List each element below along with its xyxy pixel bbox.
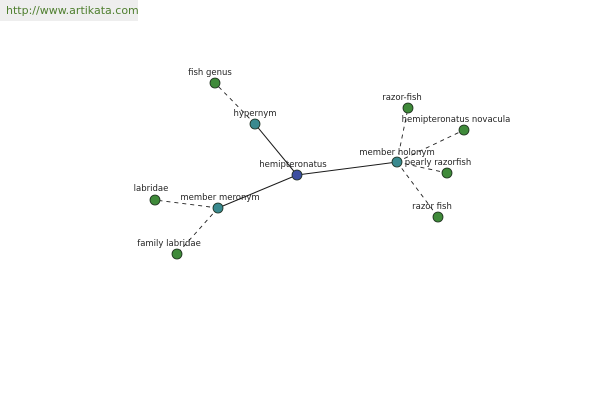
node-label-hemipteronatus-novacula[interactable]: hemipteronatus novacula bbox=[402, 115, 511, 125]
edge-member-holonym-to-razor-fish bbox=[396, 161, 439, 218]
graph-edges bbox=[154, 82, 465, 255]
node-pearly-razorfish[interactable] bbox=[441, 167, 453, 179]
edge-member-holonym-to-pearly-razorfish bbox=[396, 161, 448, 174]
node-label-labridae[interactable]: labridae bbox=[134, 184, 169, 194]
node-label-center[interactable]: hemipteronatus bbox=[259, 160, 327, 170]
edge-member-holonym-to-razor-fish-hyphen bbox=[396, 107, 409, 163]
graph-labels: hemipteronatus hypernym member holonym memb… bbox=[134, 68, 511, 249]
node-label-razor-fish[interactable]: razor fish bbox=[412, 202, 452, 212]
edge-hypernym-to-fish-genus bbox=[214, 82, 256, 125]
node-member-holonym[interactable] bbox=[391, 156, 403, 168]
node-label-fish-genus[interactable]: fish genus bbox=[188, 68, 232, 78]
node-label-pearly-razorfish[interactable]: pearly razorfish bbox=[405, 158, 471, 168]
node-label-hypernym[interactable]: hypernym bbox=[233, 109, 276, 119]
node-family-labridae[interactable] bbox=[171, 248, 183, 260]
node-label-family-labridae[interactable]: family labridae bbox=[137, 239, 201, 249]
edge-member-meronym-to-labridae bbox=[154, 199, 219, 209]
node-hypernym[interactable] bbox=[249, 118, 261, 130]
node-fish-genus[interactable] bbox=[209, 77, 221, 89]
graph-nodes bbox=[149, 77, 470, 260]
node-label-member-holonym[interactable]: member holonym bbox=[359, 148, 434, 158]
node-razor-fish-hyphen[interactable] bbox=[402, 102, 414, 114]
node-hemipteronatus-novacula[interactable] bbox=[458, 124, 470, 136]
node-center[interactable] bbox=[291, 169, 303, 181]
edge-center-to-member-meronym bbox=[217, 174, 298, 209]
node-label-razor-fish-hyphen[interactable]: razor-fish bbox=[382, 93, 422, 103]
node-labridae[interactable] bbox=[149, 194, 161, 206]
site-url-link[interactable]: http://www.artikata.com bbox=[0, 0, 139, 21]
node-razor-fish[interactable] bbox=[432, 211, 444, 223]
node-label-member-meronym[interactable]: member meronym bbox=[180, 193, 259, 203]
edge-member-meronym-to-family-labridae bbox=[176, 207, 219, 255]
node-member-meronym[interactable] bbox=[212, 202, 224, 214]
edge-center-to-member-holonym bbox=[296, 161, 398, 176]
edge-center-to-hypernym bbox=[254, 123, 298, 176]
